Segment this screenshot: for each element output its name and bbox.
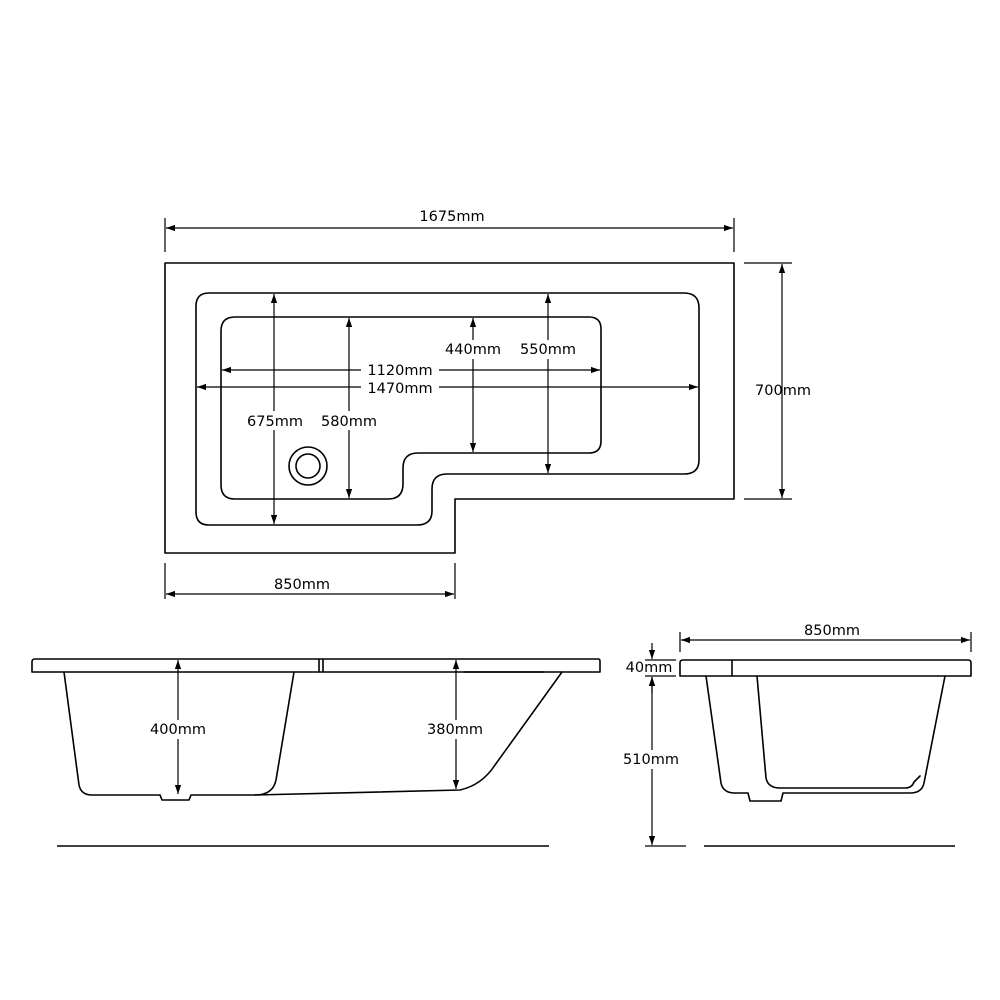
dim-label-end-rim-thickness: 40mm <box>626 660 673 676</box>
side-elevation: 400mm 380mm <box>31 658 601 847</box>
dim-label-depth-580: 580mm <box>321 414 377 430</box>
plan-outer-outline <box>164 262 735 554</box>
dim-label-inner-length-lower: 1120mm <box>367 363 432 379</box>
waste-outlet-outer <box>288 446 328 486</box>
side-body <box>63 671 295 801</box>
dim-label-side-380: 380mm <box>427 722 483 738</box>
dim-label-width: 700mm <box>755 383 811 399</box>
end-body <box>705 675 946 802</box>
dim-label-end-width: 850mm <box>804 623 860 639</box>
plan-view: 1675mm 700mm 850mm 1120mm 1470mm 675mm 5… <box>164 209 811 599</box>
plan-rim-outline <box>195 292 700 526</box>
plan-basin-outline <box>220 316 602 500</box>
end-rim <box>679 659 972 677</box>
dim-label-inner-length-upper: 1470mm <box>367 381 432 397</box>
dim-label-depth-675: 675mm <box>247 414 303 430</box>
dim-label-depth-550: 550mm <box>520 342 576 358</box>
dim-label-narrow-width: 850mm <box>274 577 330 593</box>
dim-label-depth-440: 440mm <box>445 342 501 358</box>
dim-label-overall-length: 1675mm <box>419 209 484 225</box>
side-rim <box>31 658 601 673</box>
dim-label-end-height: 510mm <box>623 752 679 768</box>
waste-outlet-inner <box>295 453 321 479</box>
end-elevation: 850mm 40mm 510mm <box>620 623 972 847</box>
dim-label-side-400: 400mm <box>150 722 206 738</box>
